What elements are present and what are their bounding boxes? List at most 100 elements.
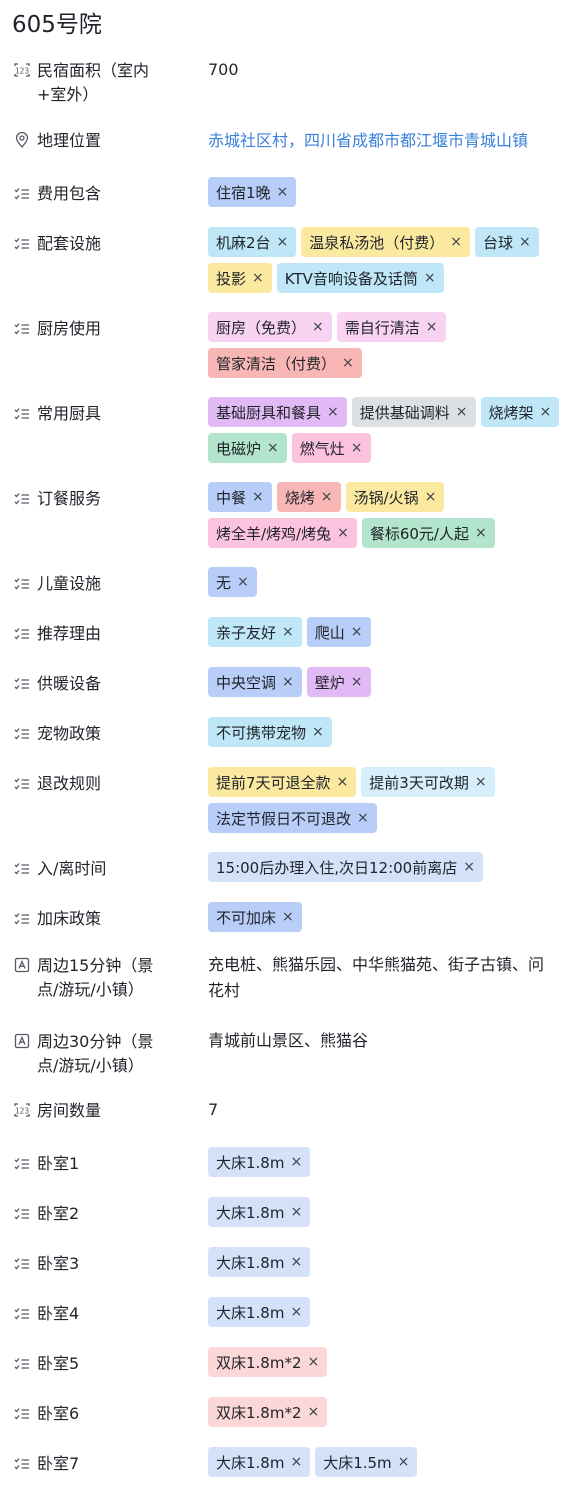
- tag-list: 不可加床 ×: [208, 902, 570, 932]
- svg-text:123: 123: [15, 1107, 30, 1116]
- tag-remove-icon[interactable]: ×: [276, 234, 289, 250]
- tag-remove-icon[interactable]: ×: [290, 1204, 303, 1220]
- tag-list: 15:00后办理入住,次日12:00前离店×: [208, 852, 570, 882]
- field-label: 费用包含: [37, 184, 102, 203]
- field-label: 退改规则: [37, 774, 102, 793]
- tag-list: 大床1.8m×: [208, 1247, 570, 1277]
- field-label: 卧室4: [37, 1304, 80, 1323]
- option-tag: 电磁炉 ×: [208, 433, 287, 463]
- tag-remove-icon[interactable]: ×: [475, 525, 487, 541]
- multi-select-icon: [13, 1455, 31, 1473]
- field-label: 卧室1: [37, 1154, 80, 1173]
- tag-remove-icon[interactable]: ×: [423, 270, 436, 286]
- tag-list: 机麻2台×温泉私汤池（付费）×台球×投影×KTV音响设备及话筒×: [208, 227, 570, 293]
- option-tag: 燃气灶 ×: [291, 433, 371, 463]
- multi-select-icon: [13, 725, 31, 743]
- tag-remove-icon[interactable]: ×: [282, 674, 294, 690]
- field-label: 入/离时间: [37, 859, 107, 878]
- number-icon: 123: [13, 61, 31, 79]
- tag-label: 烤全羊/烤鸡/烤兔: [216, 524, 332, 543]
- tag-label: 燃气灶: [299, 439, 345, 458]
- tag-label: 双床1.8m*2: [216, 1353, 302, 1372]
- tag-remove-icon[interactable]: ×: [474, 774, 487, 790]
- location-link[interactable]: 赤城社区村，四川省成都市都江堰市青城山镇: [208, 131, 529, 150]
- option-tag: 大床1.8m×: [208, 1447, 311, 1477]
- tag-remove-icon[interactable]: ×: [463, 859, 475, 875]
- tag-remove-icon[interactable]: ×: [424, 489, 437, 505]
- tag-label: 无: [216, 573, 232, 592]
- field-label: 卧室2: [37, 1204, 80, 1223]
- tag-label: 大床1.8m: [216, 1303, 285, 1322]
- multi-select-icon: [13, 405, 31, 423]
- tag-remove-icon[interactable]: ×: [290, 1254, 303, 1270]
- tag-remove-icon[interactable]: ×: [350, 440, 363, 456]
- tag-remove-icon[interactable]: ×: [397, 1454, 410, 1470]
- tag-label: 投影: [216, 269, 247, 288]
- tag-label: 提前7天可退全款: [216, 773, 331, 792]
- tag-remove-icon[interactable]: ×: [350, 624, 363, 640]
- tag-remove-icon[interactable]: ×: [357, 810, 369, 826]
- option-tag: 不可加床 ×: [208, 902, 302, 932]
- option-tag: KTV音响设备及话筒×: [276, 263, 444, 293]
- option-tag: 无×: [208, 567, 257, 597]
- tag-remove-icon[interactable]: ×: [307, 1354, 320, 1370]
- field-label: 周边15分钟（景点/游玩/小镇）: [37, 956, 154, 999]
- tag-remove-icon[interactable]: ×: [237, 574, 249, 590]
- tag-remove-icon[interactable]: ×: [337, 525, 349, 541]
- field-label: 民宿面积（室内+室外）: [37, 61, 150, 104]
- tag-remove-icon[interactable]: ×: [450, 234, 463, 250]
- option-tag: 双床1.8m*2 ×: [208, 1347, 328, 1377]
- tag-label: 提供基础调料: [359, 403, 450, 422]
- tag-list: 基础厨具和餐具×提供基础调料×烧烤架×电磁炉×燃气灶×: [208, 397, 570, 463]
- option-tag: 管家清洁（付费） ×: [208, 348, 362, 378]
- option-tag: 中餐 ×: [208, 482, 272, 512]
- option-tag: 烤全羊/烤鸡/烤兔 ×: [208, 518, 357, 548]
- field-label: 订餐服务: [37, 489, 102, 508]
- tag-remove-icon[interactable]: ×: [290, 1454, 303, 1470]
- tag-remove-icon[interactable]: ×: [342, 355, 354, 371]
- tag-remove-icon[interactable]: ×: [455, 404, 468, 420]
- tag-label: 汤锅/火锅: [353, 488, 419, 507]
- tag-remove-icon[interactable]: ×: [320, 489, 333, 505]
- tag-label: 管家清洁（付费）: [216, 354, 337, 373]
- tag-remove-icon[interactable]: ×: [327, 404, 339, 420]
- tag-remove-icon[interactable]: ×: [252, 489, 264, 505]
- tag-label: 中餐: [216, 488, 247, 507]
- tag-remove-icon[interactable]: ×: [252, 270, 264, 286]
- tag-remove-icon[interactable]: ×: [276, 184, 289, 200]
- tag-remove-icon[interactable]: ×: [290, 1154, 303, 1170]
- multi-select-icon: [13, 860, 31, 878]
- tag-list: 大床1.8m ×: [208, 1297, 570, 1327]
- tag-remove-icon[interactable]: ×: [336, 774, 349, 790]
- multi-select-icon: [13, 1355, 31, 1373]
- tag-remove-icon[interactable]: ×: [519, 234, 531, 250]
- multi-select-icon: [13, 1405, 31, 1423]
- tag-remove-icon[interactable]: ×: [312, 724, 324, 740]
- tag-remove-icon[interactable]: ×: [312, 319, 324, 335]
- option-tag: 提供基础调料 ×: [351, 397, 476, 427]
- tag-remove-icon[interactable]: ×: [282, 624, 294, 640]
- location-icon: [13, 131, 31, 149]
- tag-label: 机麻2台: [216, 233, 271, 252]
- option-tag: 提前3天可改期×: [361, 767, 495, 797]
- multi-select-icon: [13, 1155, 31, 1173]
- field-label: 宠物政策: [37, 724, 102, 743]
- tag-remove-icon[interactable]: ×: [307, 1404, 320, 1420]
- option-tag: 双床1.8m*2×: [208, 1397, 328, 1427]
- multi-select-icon: [13, 1205, 31, 1223]
- option-tag: 住宿1晚×: [208, 177, 297, 207]
- tag-remove-icon[interactable]: ×: [267, 440, 279, 456]
- field-label: 推荐理由: [37, 624, 102, 643]
- field-label: 儿童设施: [37, 574, 102, 593]
- tag-list: 中餐×烧烤×汤锅/火锅×烤全羊/烤鸡/烤兔×餐标60元/人起×: [208, 482, 570, 548]
- tag-remove-icon[interactable]: ×: [282, 909, 294, 925]
- tag-label: 不可加床: [216, 908, 277, 927]
- tag-remove-icon[interactable]: ×: [425, 319, 438, 335]
- tag-remove-icon[interactable]: ×: [539, 404, 552, 420]
- multi-select-icon: [13, 775, 31, 793]
- tag-label: 电磁炉: [216, 439, 262, 458]
- tag-remove-icon[interactable]: ×: [350, 674, 363, 690]
- tag-remove-icon[interactable]: ×: [290, 1304, 303, 1320]
- tag-label: 烧烤: [284, 488, 315, 507]
- multi-select-icon: [13, 490, 31, 508]
